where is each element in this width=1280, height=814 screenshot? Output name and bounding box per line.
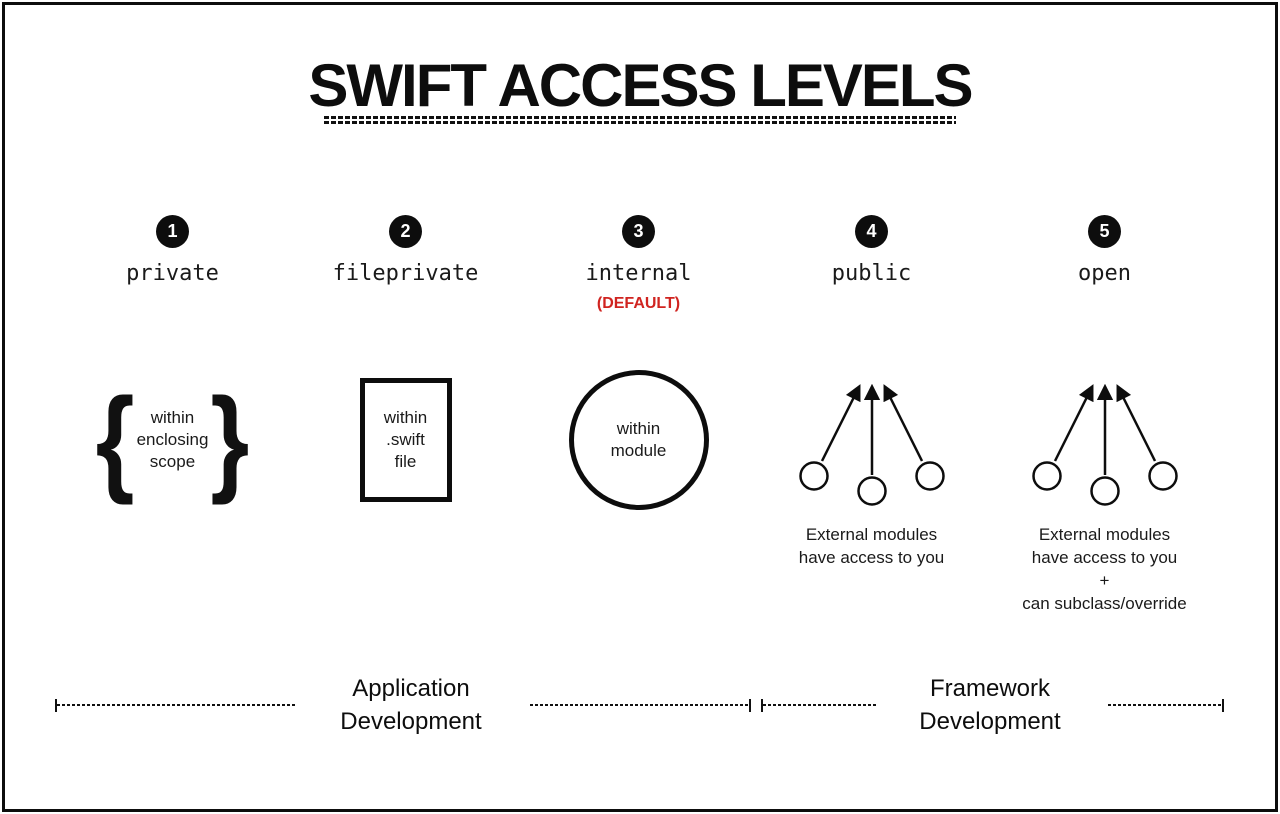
text-line: within: [616, 419, 661, 438]
axis-label-line: Development: [340, 708, 482, 735]
level-header-internal: 3 internal (DEFAULT): [522, 215, 755, 313]
level-number-badge: 1: [156, 215, 189, 248]
text-line: module: [610, 441, 667, 460]
left-brace-glyph: {: [95, 373, 135, 507]
level-header-private: 1 private: [56, 215, 289, 286]
text-line: within: [150, 408, 195, 427]
text-line: scope: [149, 452, 196, 471]
public-caption: External modules have access to you: [755, 523, 988, 569]
level-number-badge: 3: [622, 215, 655, 248]
page-title: SWIFT ACCESS LEVELS: [308, 52, 973, 119]
level-name-open: open: [1078, 261, 1131, 286]
axis-dashed-segment: [530, 704, 749, 706]
text-line: .swift: [386, 430, 425, 449]
level-number-badge: 2: [389, 215, 422, 248]
illustration-fileprivate: within .swift file: [289, 365, 522, 515]
level-header-fileprivate: 2 fileprivate: [289, 215, 522, 286]
level-number-badge: 5: [1088, 215, 1121, 248]
axis-label-line: Framework: [929, 675, 1050, 702]
caption-line: have access to you: [798, 548, 945, 567]
level-header-open: 5 open: [988, 215, 1221, 286]
title-underline-rule: [324, 116, 956, 124]
fileprivate-scope-text: within .swift file: [384, 407, 427, 473]
axis-tick: [761, 699, 763, 712]
illustration-internal: within module: [522, 365, 755, 515]
axis-dashed-segment: [763, 704, 876, 706]
caption-line: External modules: [1038, 525, 1171, 544]
default-note: (DEFAULT): [596, 295, 681, 312]
axis-dashed-segment: [1108, 704, 1223, 706]
axis-tick: [749, 699, 751, 712]
converging-arrows-icon: [798, 383, 945, 506]
level-name-internal: internal: [585, 261, 692, 286]
text-line: within: [383, 408, 428, 427]
axis-tick: [1222, 699, 1224, 712]
illustration-public: External modules have access to you: [755, 365, 988, 569]
caption-line: have access to you: [1031, 548, 1178, 567]
open-caption: External modules have access to you + ca…: [988, 523, 1221, 615]
text-line: file: [394, 452, 417, 471]
private-scope-text: within enclosing scope: [137, 407, 209, 473]
application-development-label: Application Development: [291, 672, 531, 738]
file-rectangle-shape: within .swift file: [359, 378, 452, 502]
level-number-badge: 4: [855, 215, 888, 248]
illustration-open: External modules have access to you + ca…: [988, 365, 1221, 615]
text-line: enclosing: [136, 430, 209, 449]
converging-arrows-icon: [1031, 383, 1178, 506]
level-header-public: 4 public: [755, 215, 988, 286]
internal-scope-text: within module: [611, 418, 667, 462]
axis-label-line: Application: [352, 675, 470, 702]
caption-line: External modules: [805, 525, 938, 544]
caption-line: +: [1099, 571, 1110, 590]
level-name-private: private: [126, 261, 219, 286]
axis-tick: [55, 699, 57, 712]
framework-development-label: Framework Development: [870, 672, 1110, 738]
curly-braces-shape: { within enclosing scope }: [96, 381, 250, 499]
illustration-private: { within enclosing scope }: [56, 365, 289, 515]
axis-label-line: Development: [919, 708, 1061, 735]
right-brace-glyph: }: [210, 373, 250, 507]
axis-dashed-segment: [57, 704, 295, 706]
level-name-fileprivate: fileprivate: [332, 261, 479, 286]
caption-line: can subclass/override: [1022, 594, 1187, 613]
module-circle-shape: within module: [568, 370, 709, 510]
level-name-public: public: [831, 261, 912, 286]
